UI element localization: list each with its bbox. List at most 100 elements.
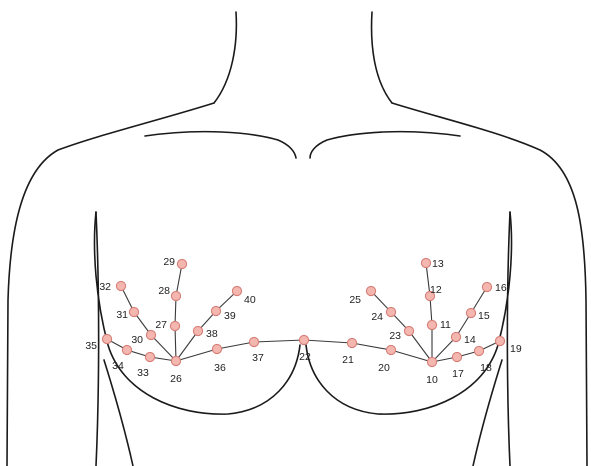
landmark-point-15: 15 xyxy=(466,308,489,321)
landmark-label-13: 13 xyxy=(432,258,444,270)
landmark-label-10: 10 xyxy=(426,374,438,386)
landmark-point-34: 34 xyxy=(112,345,131,371)
landmark-label-38: 38 xyxy=(206,328,218,340)
neck-right-contour xyxy=(372,12,392,103)
right-flank-contour xyxy=(473,360,502,466)
neck-left-contour xyxy=(214,12,236,103)
connection-lines xyxy=(107,263,500,362)
landmark-marker-27 xyxy=(170,321,179,330)
landmark-label-28: 28 xyxy=(158,285,170,297)
landmark-marker-36 xyxy=(212,344,221,353)
landmark-marker-20 xyxy=(386,345,395,354)
landmark-point-25: 25 xyxy=(349,286,375,305)
landmark-point-17: 17 xyxy=(452,352,464,379)
landmark-point-24: 24 xyxy=(371,307,395,322)
landmark-label-26: 26 xyxy=(170,373,182,385)
landmark-point-38: 38 xyxy=(193,326,217,339)
connection-20-21 xyxy=(352,343,391,350)
landmark-label-40: 40 xyxy=(244,294,256,306)
landmark-marker-23 xyxy=(404,326,413,335)
connection-26-27 xyxy=(175,326,176,361)
landmark-label-23: 23 xyxy=(389,330,401,342)
landmark-label-11: 11 xyxy=(440,319,451,331)
landmark-marker-30 xyxy=(146,330,155,339)
landmark-point-31: 31 xyxy=(116,307,138,320)
connection-21-22 xyxy=(304,340,352,343)
landmark-marker-18 xyxy=(474,346,483,355)
landmark-point-27: 27 xyxy=(155,319,179,331)
landmark-point-30: 30 xyxy=(131,330,155,345)
landmark-marker-14 xyxy=(451,332,460,341)
landmark-point-39: 39 xyxy=(211,306,235,321)
landmark-marker-28 xyxy=(171,291,180,300)
landmark-point-14: 14 xyxy=(451,332,475,345)
landmark-label-17: 17 xyxy=(452,368,464,380)
landmark-point-19: 19 xyxy=(495,336,521,354)
landmark-label-29: 29 xyxy=(163,256,175,268)
landmark-point-18: 18 xyxy=(474,346,492,373)
landmark-marker-37 xyxy=(249,337,258,346)
right-clavicle xyxy=(310,132,460,158)
connection-26-38 xyxy=(176,331,198,361)
landmark-label-18: 18 xyxy=(480,362,492,374)
landmark-point-32: 32 xyxy=(99,281,125,293)
landmark-label-22: 22 xyxy=(299,351,311,363)
landmark-point-22: 22 xyxy=(299,335,311,362)
left-flank-contour xyxy=(104,360,133,466)
landmark-label-24: 24 xyxy=(371,311,383,323)
landmark-marker-19 xyxy=(495,336,504,345)
landmark-label-27: 27 xyxy=(155,319,167,331)
landmark-point-23: 23 xyxy=(389,326,413,341)
landmark-marker-17 xyxy=(452,352,461,361)
landmark-label-32: 32 xyxy=(99,281,111,293)
landmark-label-34: 34 xyxy=(112,360,124,372)
landmark-label-20: 20 xyxy=(378,362,390,374)
connection-26-36 xyxy=(176,349,217,361)
landmark-label-14: 14 xyxy=(464,334,476,346)
landmark-point-10: 10 xyxy=(426,357,438,385)
connection-36-37 xyxy=(217,342,254,349)
landmark-point-11: 11 xyxy=(427,319,451,331)
landmark-point-29: 29 xyxy=(163,256,186,269)
landmark-point-16: 16 xyxy=(482,282,506,294)
landmark-marker-35 xyxy=(102,334,111,343)
connection-10-20 xyxy=(391,350,432,362)
landmark-point-12: 12 xyxy=(425,284,441,301)
torso-outline xyxy=(7,12,587,466)
landmark-marker-21 xyxy=(347,338,356,347)
landmark-marker-25 xyxy=(366,286,375,295)
landmark-marker-29 xyxy=(177,259,186,268)
landmark-label-37: 37 xyxy=(252,352,264,364)
landmark-label-19: 19 xyxy=(510,343,522,355)
landmark-marker-16 xyxy=(482,282,491,291)
landmark-label-21: 21 xyxy=(342,354,354,366)
landmark-label-33: 33 xyxy=(137,367,149,379)
landmark-point-26: 26 xyxy=(170,356,182,384)
landmark-marker-10 xyxy=(427,357,436,366)
landmark-point-40: 40 xyxy=(232,286,255,305)
landmark-label-12: 12 xyxy=(430,284,442,296)
landmark-marker-34 xyxy=(122,345,131,354)
right-arm-inner-contour xyxy=(507,212,510,466)
landmark-label-31: 31 xyxy=(116,309,128,321)
landmark-point-36: 36 xyxy=(212,344,226,373)
landmark-marker-31 xyxy=(129,307,138,316)
landmark-marker-15 xyxy=(466,308,475,317)
landmark-label-15: 15 xyxy=(478,310,490,322)
landmark-label-35: 35 xyxy=(85,340,97,352)
landmark-label-36: 36 xyxy=(214,362,226,374)
landmark-marker-33 xyxy=(145,352,154,361)
connection-37-22 xyxy=(254,340,304,342)
landmark-point-20: 20 xyxy=(378,345,395,373)
landmark-marker-38 xyxy=(193,326,202,335)
landmark-label-25: 25 xyxy=(349,294,361,306)
landmark-marker-39 xyxy=(211,306,220,315)
landmark-marker-13 xyxy=(421,258,430,267)
landmark-point-13: 13 xyxy=(421,258,443,270)
landmark-point-33: 33 xyxy=(137,352,154,378)
landmark-marker-40 xyxy=(232,286,241,295)
landmark-marker-11 xyxy=(427,320,436,329)
landmark-label-39: 39 xyxy=(224,310,236,322)
